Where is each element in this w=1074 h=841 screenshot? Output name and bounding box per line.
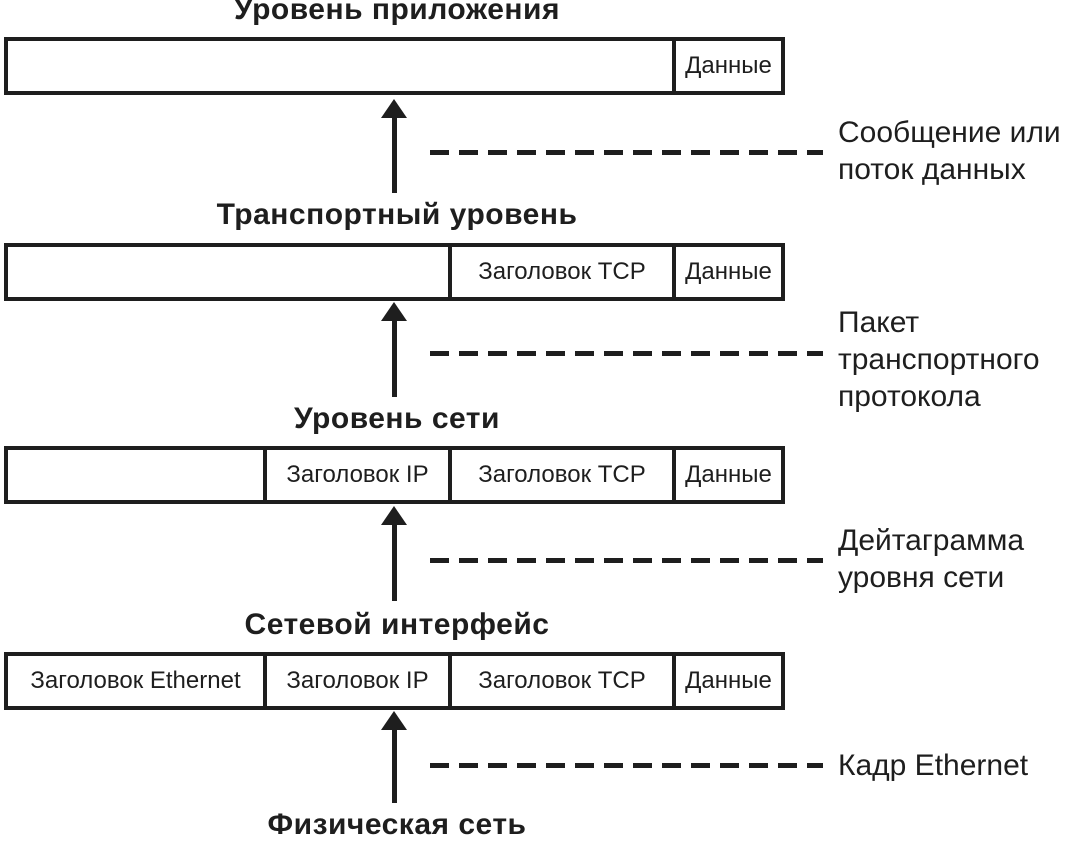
bar-segment-data: Данные (672, 41, 781, 91)
bar-segment-data: Данные (672, 247, 781, 297)
up-arrow-head-icon (381, 711, 407, 730)
bar-segment-ip-header: Заголовок IP (263, 450, 448, 500)
layer-title-network: Уровень сети (294, 402, 500, 435)
bar-segment-tcp-header: Заголовок TCP (448, 247, 672, 297)
physical-network-label: Физическая сеть (267, 808, 527, 841)
encapsulation-bar-network-interface: Заголовок Ethernet Заголовок IP Заголово… (4, 652, 785, 710)
up-arrow-shaft (392, 728, 397, 803)
encapsulation-bar-network: Заголовок IP Заголовок TCP Данные (4, 446, 785, 504)
bar-segment-data: Данные (672, 656, 781, 706)
unit-label-ethernet-frame: Кадр Ethernet (838, 749, 1029, 782)
encapsulation-bar-application: Данные (4, 37, 785, 95)
bar-segment-tcp-header: Заголовок TCP (448, 656, 672, 706)
unit-label-datagram: Дейтаграмма уровня сети (838, 524, 1025, 594)
up-arrow-head-icon (381, 302, 407, 321)
layer-title-network-interface: Сетевой интерфейс (244, 608, 550, 641)
layer-title-transport: Транспортный уровень (216, 198, 578, 231)
dashed-connector-line (430, 150, 823, 155)
up-arrow-head-icon (381, 506, 407, 525)
dashed-connector-line (430, 558, 823, 563)
bar-segment-empty (8, 41, 672, 91)
up-arrow-head-icon (381, 99, 407, 118)
up-arrow-shaft (392, 116, 397, 193)
unit-label-transport-packet: Пакет транспортного протокола (838, 306, 1040, 413)
bar-segment-empty (8, 247, 448, 297)
encapsulation-bar-transport: Заголовок TCP Данные (4, 243, 785, 301)
up-arrow-shaft (392, 319, 397, 397)
unit-label-message: Сообщение или поток данных (838, 116, 1061, 186)
dashed-connector-line (430, 763, 823, 768)
layer-title-application: Уровень приложения (234, 0, 560, 26)
up-arrow-shaft (392, 523, 397, 601)
dashed-connector-line (430, 351, 823, 356)
bar-segment-empty (8, 450, 263, 500)
bar-segment-ethernet-header: Заголовок Ethernet (30, 667, 241, 694)
bar-segment-data: Данные (672, 450, 781, 500)
bar-segment-tcp-header: Заголовок TCP (448, 450, 672, 500)
bar-segment-ip-header: Заголовок IP (263, 656, 448, 706)
